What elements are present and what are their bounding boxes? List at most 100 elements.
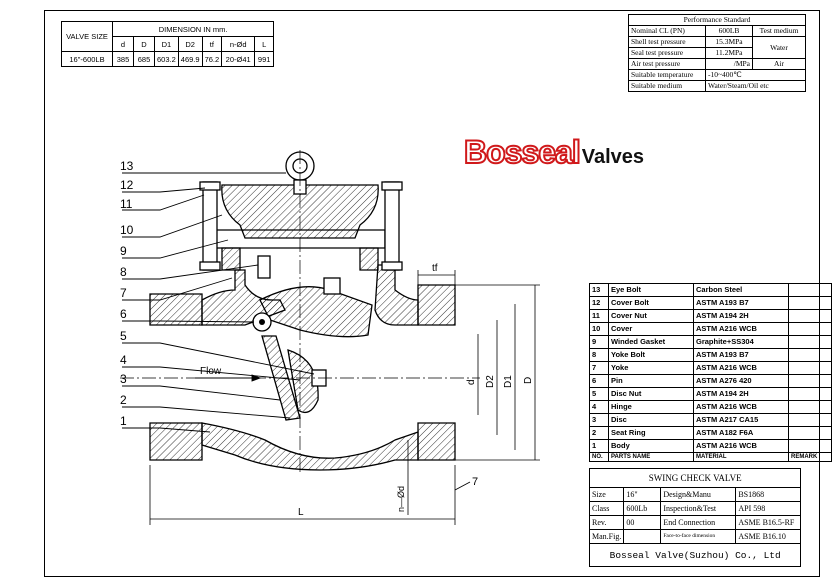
leader-7-dim bbox=[454, 481, 471, 491]
part-no: 11 bbox=[589, 309, 609, 323]
part-no: 4 bbox=[589, 400, 609, 414]
part-name: Pin bbox=[608, 374, 694, 388]
dim-label-L: L bbox=[298, 507, 304, 518]
part-name: Winded Gasket bbox=[608, 335, 694, 349]
flow-arrowhead bbox=[251, 374, 262, 382]
part-name: Hinge bbox=[608, 400, 694, 414]
valve-body-section bbox=[149, 184, 456, 471]
dim-label-tf: tf bbox=[432, 263, 438, 274]
part-no: 9 bbox=[589, 335, 609, 349]
title-block-cell: End Connection bbox=[660, 515, 737, 530]
title-block-cell: Design&Manu bbox=[660, 487, 737, 502]
flow-label: Flow bbox=[200, 366, 222, 377]
part-name: Seat Ring bbox=[608, 426, 694, 440]
hinge bbox=[259, 286, 373, 338]
part-no: 12 bbox=[589, 296, 609, 310]
part-material: ASTM A276 420 bbox=[693, 374, 789, 388]
part-remark bbox=[788, 400, 832, 414]
title-block-cell: BS1868 bbox=[735, 487, 802, 502]
hinge-bolt bbox=[323, 277, 341, 295]
dim-label-d: d bbox=[466, 379, 477, 385]
part-remark bbox=[788, 296, 832, 310]
part-remark bbox=[788, 374, 832, 388]
title-block-cell bbox=[623, 529, 662, 544]
callout-numbers: 13 12 11 10 9 8 7 6 5 4 3 2 1 bbox=[120, 159, 134, 428]
callout-6: 6 bbox=[120, 307, 127, 321]
dim-label-D: D bbox=[523, 377, 534, 384]
part-name: Yoke bbox=[608, 361, 694, 375]
title-block-cell: Size bbox=[588, 487, 625, 502]
part-no: 10 bbox=[589, 322, 609, 336]
dimension-lines bbox=[149, 270, 540, 525]
parts-header-cell: NO. bbox=[589, 452, 609, 462]
yoke-bolt bbox=[257, 255, 271, 279]
part-no: 6 bbox=[589, 374, 609, 388]
body-lower bbox=[201, 422, 419, 471]
part-material: ASTM A216 WCB bbox=[693, 361, 789, 375]
left-flange-bottom bbox=[149, 422, 203, 461]
part-remark bbox=[788, 335, 832, 349]
cover-bolt-left bbox=[202, 181, 218, 271]
leader-8 bbox=[122, 264, 259, 280]
body-upper-right bbox=[374, 264, 419, 326]
part-remark bbox=[788, 361, 832, 375]
performance-table: Performance Standard Nominal CL (PN) 600… bbox=[628, 14, 806, 92]
title-block-cell: Class bbox=[588, 501, 625, 516]
cell: 685 bbox=[133, 51, 155, 67]
callout-13: 13 bbox=[120, 159, 134, 173]
callout-1: 1 bbox=[120, 414, 127, 428]
part-material: ASTM A194 2H bbox=[693, 387, 789, 401]
product-title: SWING CHECK VALVE bbox=[588, 468, 802, 488]
leader-5 bbox=[122, 342, 315, 375]
title-block-cell: 600Lb bbox=[623, 501, 662, 516]
title-block-cell: API 598 bbox=[735, 501, 802, 516]
part-remark bbox=[788, 322, 832, 336]
callout-2: 2 bbox=[120, 393, 127, 407]
dimension-table: VALVE SIZE DIMENSION IN mm. d D D1 D2 tf… bbox=[61, 21, 275, 67]
title-block-cell: 16" bbox=[623, 487, 662, 502]
title-block-cell: Rev. bbox=[588, 515, 625, 530]
dim-label-D1: D1 bbox=[503, 375, 514, 388]
part-name: Body bbox=[608, 439, 694, 453]
leader-9 bbox=[122, 239, 229, 259]
part-name: Disc bbox=[608, 413, 694, 427]
part-remark bbox=[788, 283, 832, 297]
cover-nut-left-top bbox=[199, 181, 221, 191]
callout-4: 4 bbox=[120, 353, 127, 367]
part-remark bbox=[788, 439, 832, 453]
part-remark bbox=[788, 387, 832, 401]
leader-12 bbox=[122, 187, 206, 193]
dim-label-7: 7 bbox=[472, 476, 478, 488]
callout-9: 9 bbox=[120, 244, 127, 258]
part-no: 8 bbox=[589, 348, 609, 362]
part-material: Carbon Steel bbox=[693, 283, 789, 297]
dim-label-D2: D2 bbox=[485, 375, 496, 388]
leader-11 bbox=[122, 194, 205, 211]
part-remark bbox=[788, 309, 832, 323]
callout-10: 10 bbox=[120, 223, 134, 237]
part-name: Yoke Bolt bbox=[608, 348, 694, 362]
pin-center bbox=[259, 319, 265, 325]
part-material: ASTM A217 CA15 bbox=[693, 413, 789, 427]
part-material: ASTM A193 B7 bbox=[693, 348, 789, 362]
part-name: Cover bbox=[608, 322, 694, 336]
cover-nut-left-bottom bbox=[199, 261, 221, 271]
part-material: ASTM A193 B7 bbox=[693, 296, 789, 310]
callout-11: 11 bbox=[120, 197, 133, 211]
title-block-cell: ASME B16.10 bbox=[735, 529, 802, 544]
part-no: 1 bbox=[589, 439, 609, 453]
part-name: Cover Bolt bbox=[608, 296, 694, 310]
